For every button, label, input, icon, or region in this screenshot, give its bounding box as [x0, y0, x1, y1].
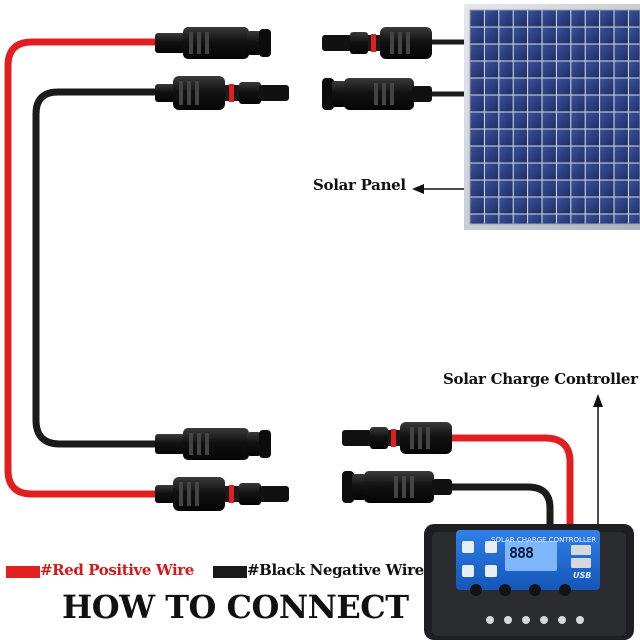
mc4-connector-icon: [322, 27, 432, 59]
mc4-connector-icon: [155, 428, 271, 460]
solar-panel-icon: [464, 4, 640, 230]
charge-controller-icon: [424, 524, 634, 640]
mc4-connector-icon: [155, 27, 271, 59]
controller-face-title: SOLAR CHARGE CONTROLLER: [491, 536, 597, 544]
mc4-connector-icon: [342, 471, 452, 503]
mc4-connector-icon: [155, 477, 289, 511]
arrow-icon: [412, 184, 464, 194]
mc4-connector-icon: [155, 76, 289, 110]
black-wire-controller: [450, 483, 554, 528]
controller-usb-label: USB: [573, 571, 592, 580]
arrow-icon: [593, 394, 603, 524]
red-wire-left: [4, 38, 164, 498]
legend-red-swatch: [6, 566, 40, 578]
solar-panel-label: Solar Panel: [313, 176, 406, 194]
charge-controller-label: Solar Charge Controller: [443, 370, 638, 388]
legend-black-swatch: [213, 566, 247, 578]
legend-black-label: #Black Negative Wire: [247, 561, 424, 579]
red-wire-controller: [450, 434, 574, 528]
legend-red-label: #Red Positive Wire: [40, 561, 194, 579]
mc4-connector-icon: [342, 422, 452, 454]
controller-lcd-readout: 888: [509, 544, 534, 562]
mc4-connector-icon: [322, 78, 432, 110]
black-wire-left: [32, 88, 164, 448]
page-title: HOW TO CONNECT: [62, 588, 409, 626]
